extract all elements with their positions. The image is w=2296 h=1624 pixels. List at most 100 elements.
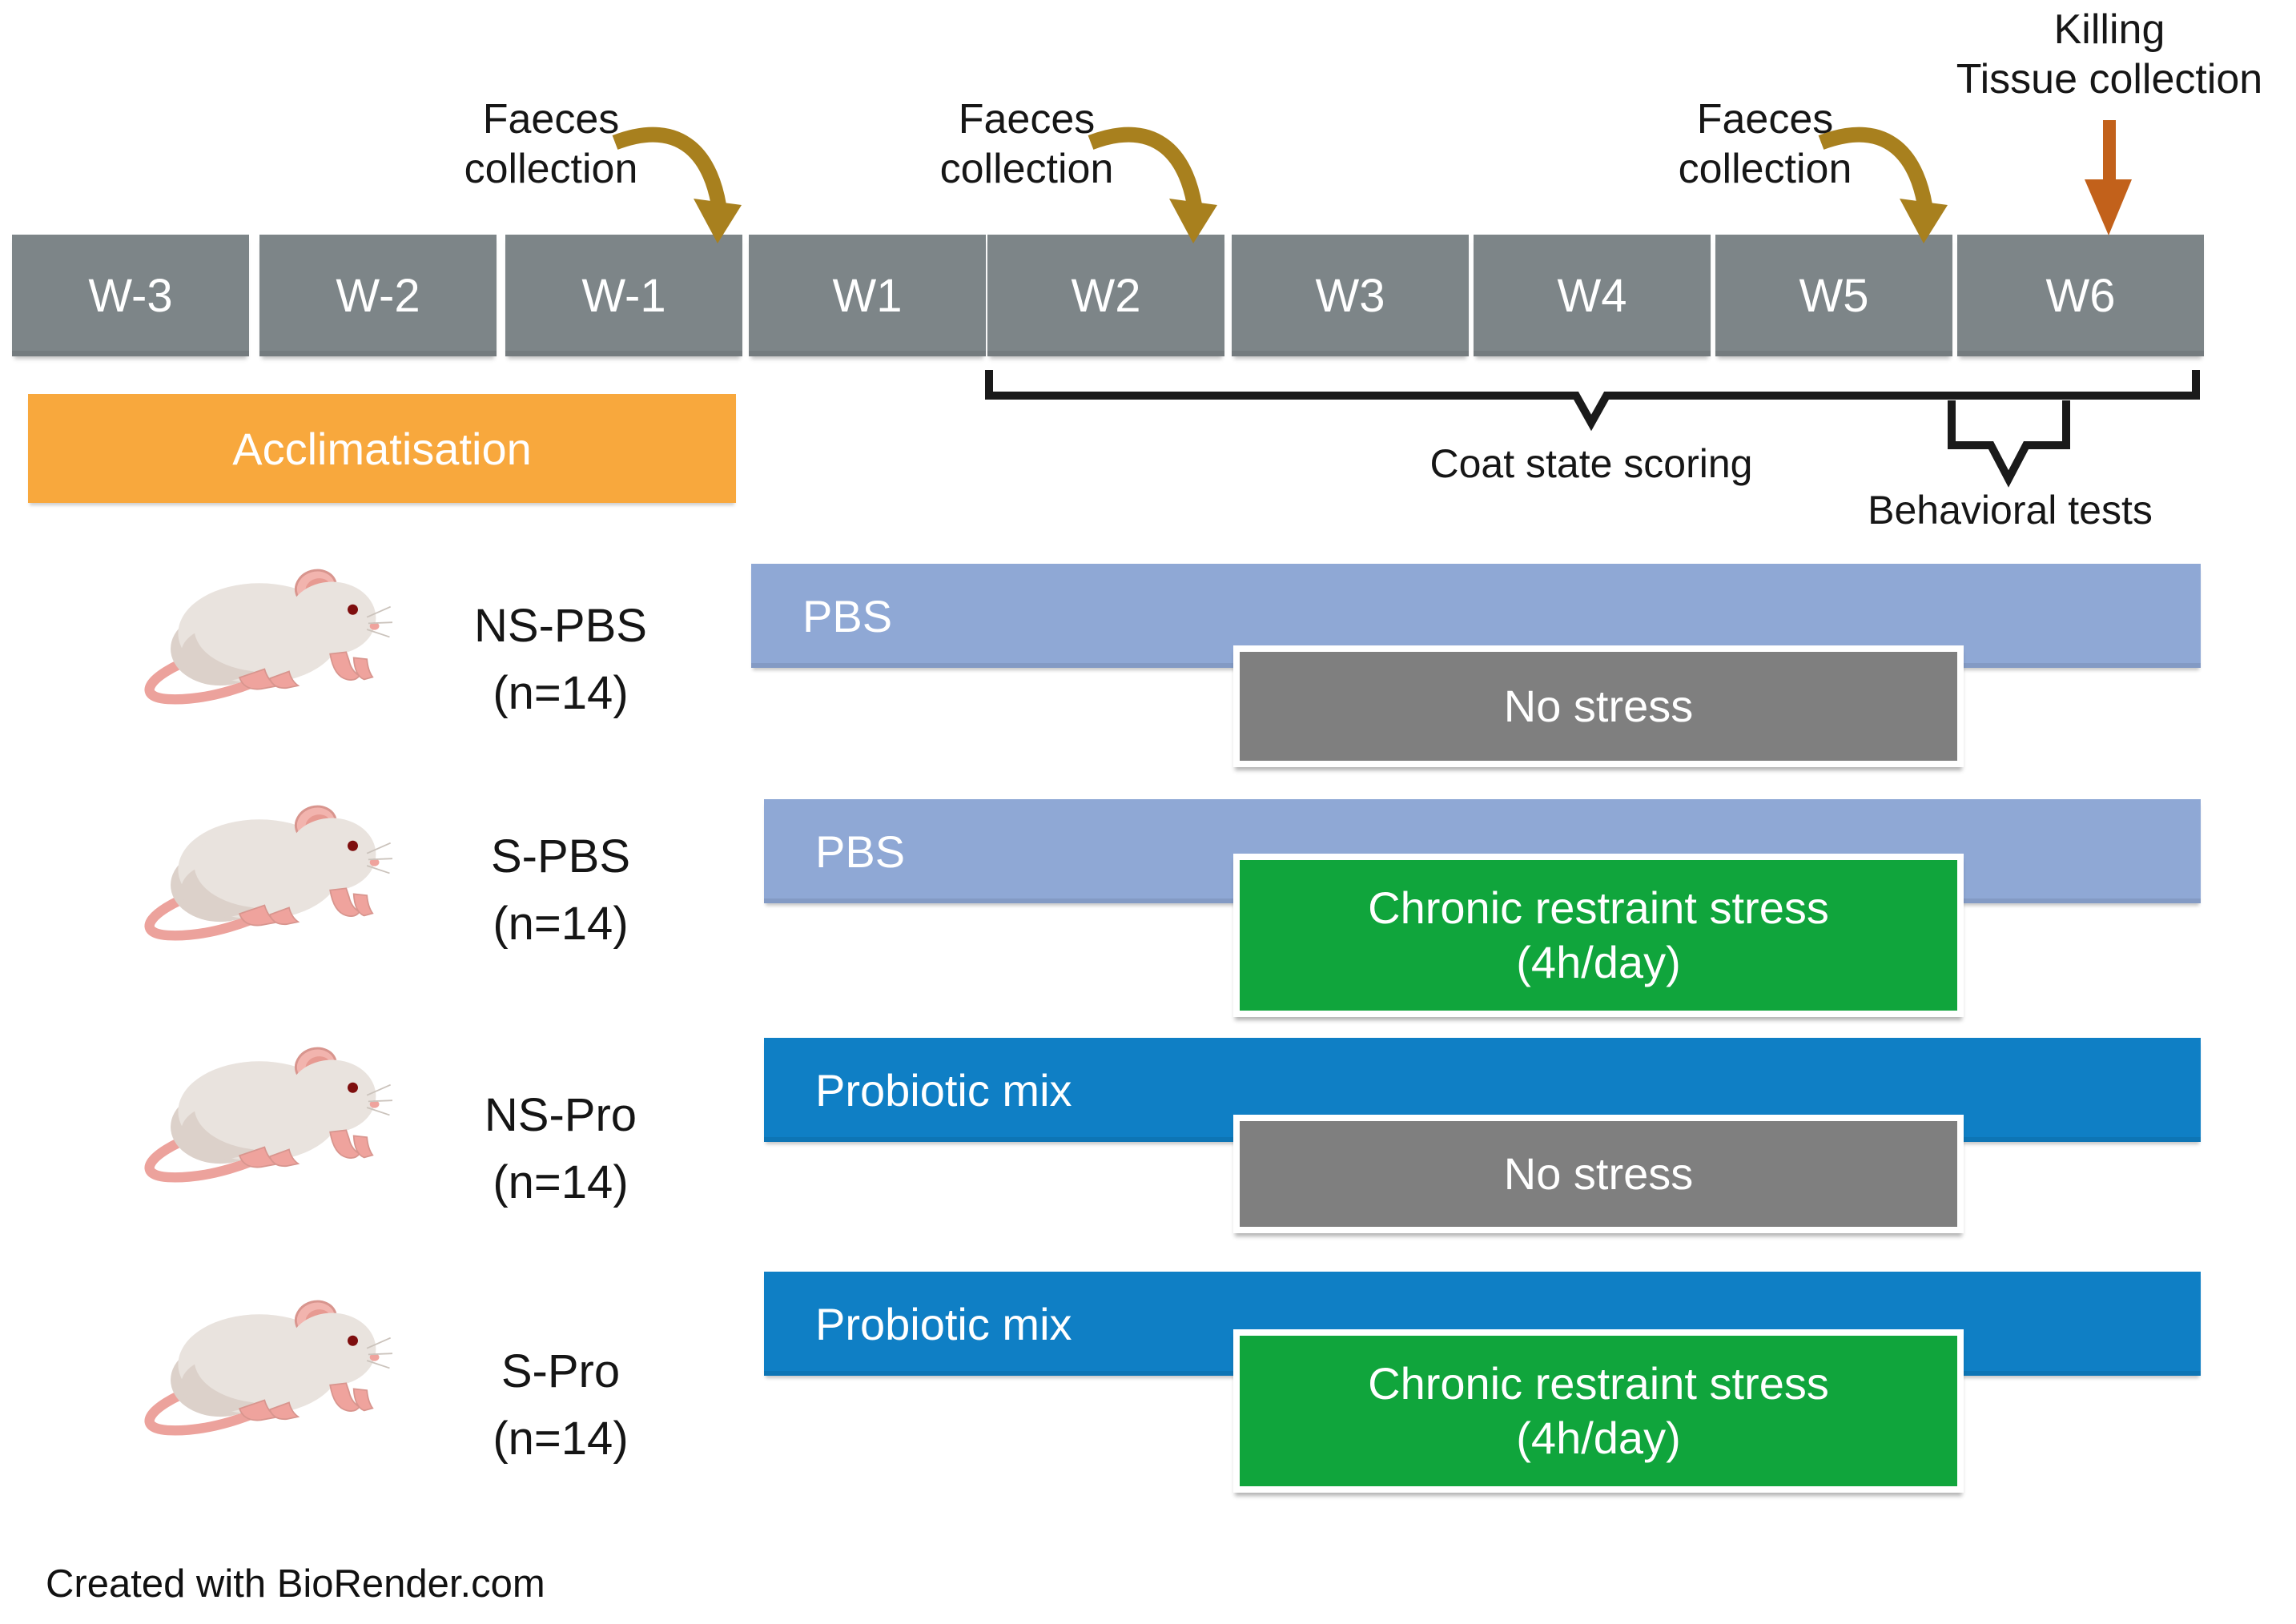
mouse-hind-toe <box>268 906 300 926</box>
mouse-eye <box>348 840 358 851</box>
group-name: NS-PBS <box>474 600 647 652</box>
mouse-eye <box>348 1335 358 1346</box>
week-box-w3: W3 <box>1232 235 1469 356</box>
week-label: W-1 <box>581 269 666 322</box>
mouse-nose <box>369 1353 380 1361</box>
week-label: W-3 <box>88 269 173 322</box>
mouse-front-paw <box>352 1388 374 1412</box>
mouse-front-leg <box>329 887 361 917</box>
faeces-line1: Faeces <box>482 96 620 143</box>
mouse-icon <box>128 793 393 953</box>
coat-state-scoring-label: Coat state scoring <box>1429 441 1753 486</box>
week-box-w5: W5 <box>1715 235 1952 356</box>
mouse-illustration <box>144 569 393 705</box>
stress-box-no-stress-2: No stress <box>1233 1115 1964 1233</box>
group-name: S-Pro <box>501 1345 621 1397</box>
faeces-line1: Faeces <box>1696 96 1834 143</box>
group-n: (n=14) <box>493 1156 629 1208</box>
stress-box-chronic-1: Chronic restraint stress (4h/day) <box>1233 854 1964 1017</box>
group-label-ns-pro: NS-Pro (n=14) <box>392 1082 729 1216</box>
behavioral-tests-label: Behavioral tests <box>1868 488 2153 533</box>
mouse-head <box>288 1312 376 1386</box>
week-box-w2: W2 <box>987 235 1224 356</box>
mouse-head <box>288 818 376 891</box>
group-name: NS-Pro <box>484 1089 637 1141</box>
week-label: W1 <box>832 269 903 322</box>
group-label-ns-pbs: NS-PBS (n=14) <box>392 593 729 727</box>
killing-line1: Killing <box>2053 6 2165 53</box>
stress-box-chronic-2: Chronic restraint stress (4h/day) <box>1233 1329 1964 1493</box>
week-box-w-1: W-1 <box>505 235 742 356</box>
mouse-front-paw <box>352 1135 374 1159</box>
mouse-icon <box>128 557 393 717</box>
week-label: W4 <box>1557 269 1627 322</box>
mouse-head <box>288 581 376 655</box>
treatment-label: PBS <box>815 826 906 877</box>
week-label: W2 <box>1071 269 1141 322</box>
group-n: (n=14) <box>493 1413 629 1465</box>
week-label: W6 <box>2045 269 2116 322</box>
faeces-line2: collection <box>464 146 638 192</box>
week-label: W-2 <box>336 269 420 322</box>
stress-line: (4h/day) <box>1516 1413 1681 1463</box>
faeces-line1: Faeces <box>958 96 1096 143</box>
faeces-collection-label-2: Faeces collection <box>867 94 1187 194</box>
mouse-eye <box>348 1082 358 1093</box>
mouse-illustration <box>144 1300 393 1436</box>
mouse-nose <box>369 858 380 866</box>
mouse-hind-toe <box>268 1401 300 1421</box>
mouse-hind-toe <box>268 1148 300 1168</box>
week-box-w-2: W-2 <box>259 235 497 356</box>
acclimatisation-label: Acclimatisation <box>232 423 532 474</box>
treatment-label: Probiotic mix <box>815 1064 1072 1115</box>
biorender-credit: Created with BioRender.com <box>46 1562 545 1606</box>
mouse-whiskers <box>366 1337 393 1369</box>
week-label: W5 <box>1799 269 1869 322</box>
mouse-eye <box>348 604 358 615</box>
mouse-icon <box>128 1035 393 1195</box>
behavioral-bracket <box>1948 400 2070 488</box>
week-label: W3 <box>1315 269 1385 322</box>
mouse-front-paw <box>352 657 374 681</box>
group-label-s-pro: S-Pro (n=14) <box>392 1338 729 1473</box>
faeces-collection-label-3: Faeces collection <box>1605 94 1925 194</box>
stress-box-no-stress-1: No stress <box>1233 645 1964 767</box>
mouse-illustration <box>144 805 393 941</box>
mouse-nose <box>369 622 380 630</box>
group-label-s-pbs: S-PBS (n=14) <box>392 823 729 958</box>
mouse-whiskers <box>366 842 393 874</box>
group-n: (n=14) <box>493 667 629 719</box>
stress-line: No stress <box>1503 1148 1694 1199</box>
mouse-illustration <box>144 1047 393 1183</box>
treatment-label: PBS <box>802 590 893 641</box>
mouse-nose <box>369 1100 380 1108</box>
killing-line2: Tissue collection <box>1956 56 2263 103</box>
treatment-label: Probiotic mix <box>815 1298 1072 1349</box>
stress-line: Chronic restraint stress <box>1368 882 1829 933</box>
stress-line: (4h/day) <box>1516 937 1681 987</box>
mouse-icon <box>128 1288 393 1448</box>
killing-tissue-label: Killing Tissue collection <box>1917 5 2296 104</box>
mouse-front-leg <box>329 1382 361 1412</box>
mouse-whiskers <box>366 1083 393 1116</box>
faeces-line2: collection <box>939 146 1114 192</box>
group-name: S-PBS <box>490 830 631 882</box>
stress-line: Chronic restraint stress <box>1368 1358 1829 1409</box>
mouse-front-paw <box>352 893 374 917</box>
killing-arrow-icon <box>2085 120 2132 235</box>
week-box-w1: W1 <box>749 235 986 356</box>
week-box-w6: W6 <box>1957 235 2204 356</box>
stress-line: No stress <box>1503 681 1694 731</box>
mouse-head <box>288 1059 376 1133</box>
group-n: (n=14) <box>493 898 629 950</box>
mouse-front-leg <box>329 651 361 681</box>
mouse-hind-toe <box>268 670 300 689</box>
faeces-collection-label-1: Faeces collection <box>391 94 711 194</box>
acclimatisation-bar: Acclimatisation <box>28 394 736 503</box>
week-box-w4: W4 <box>1474 235 1711 356</box>
mouse-whiskers <box>366 605 393 638</box>
faeces-line2: collection <box>1678 146 1852 192</box>
week-box-w-3: W-3 <box>12 235 249 356</box>
coat-state-bracket <box>985 370 2200 432</box>
